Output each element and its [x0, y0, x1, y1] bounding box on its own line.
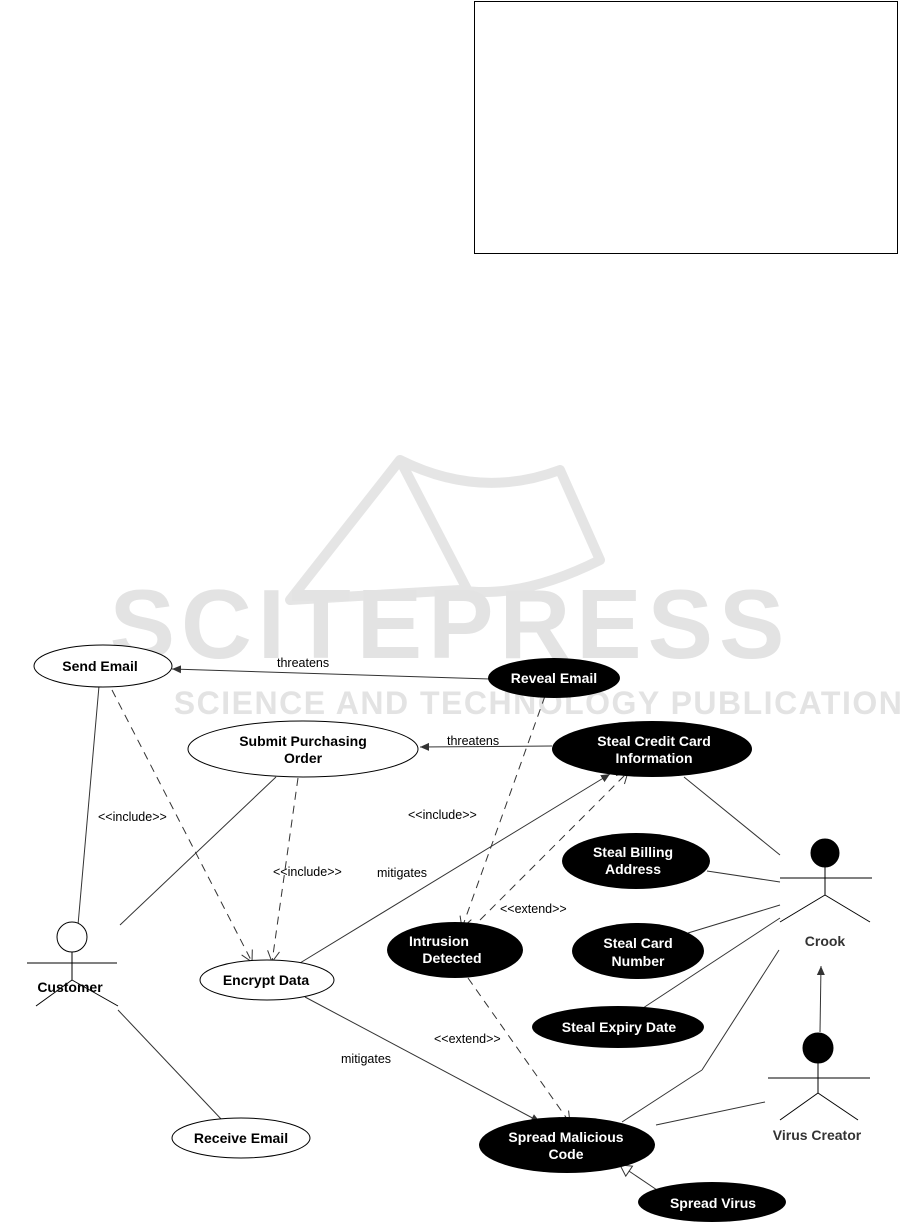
- extend-arrow-2: [467, 977, 571, 1124]
- assoc-crook-steal-expiry: [639, 917, 781, 1011]
- generalization-spread-virus: [619, 1164, 661, 1193]
- extend-arrow-1: [479, 771, 629, 921]
- threatens-arrow-1: [171, 665, 491, 680]
- associations: [77, 685, 781, 1126]
- generalization-virus-creator-crook: [816, 965, 825, 1033]
- watermark-book-icon: [285, 455, 605, 605]
- svg-text:Send Email: Send Email: [62, 658, 137, 674]
- assoc-crook-steal-cc: [683, 776, 781, 856]
- assoc-crook-steal-card-number: [687, 904, 781, 934]
- svg-text:Reveal Email: Reveal Email: [511, 670, 597, 686]
- actor-head-icon: [810, 838, 840, 868]
- assoc-customer-receive-email: [117, 1009, 223, 1121]
- misuse-case-spread-malicious-code: Spread Malicious Code: [479, 1117, 655, 1173]
- assoc-crook-steal-billing: [706, 870, 781, 883]
- use-case-encrypt-data: Encrypt Data: [199, 959, 335, 1001]
- actor-customer-label: Customer: [37, 979, 103, 995]
- svg-text:Submit Purchasing: Submit Purchasing: [239, 733, 367, 749]
- svg-text:Steal Card: Steal Card: [603, 935, 672, 951]
- svg-text:Steal Billing: Steal Billing: [593, 844, 673, 860]
- label-include-3: <<include>>: [273, 865, 342, 879]
- threatens-arrow-2: [419, 742, 553, 751]
- use-case-receive-email: Receive Email: [171, 1117, 311, 1159]
- empty-frame: [474, 1, 898, 254]
- mitigates-arrow-2: [304, 996, 541, 1123]
- svg-text:Spread Virus: Spread Virus: [670, 1195, 756, 1211]
- svg-text:Encrypt Data: Encrypt Data: [223, 972, 310, 988]
- actor-crook: Crook: [779, 838, 872, 949]
- svg-text:Information: Information: [616, 750, 693, 766]
- label-include-1: <<include>>: [98, 810, 167, 824]
- label-threatens-1: threatens: [277, 656, 329, 670]
- misuse-case-steal-card-number: Steal Card Number: [572, 923, 704, 979]
- relations: [111, 665, 825, 1193]
- misuse-case-steal-billing-address: Steal Billing Address: [562, 833, 710, 889]
- actor-head-icon: [802, 1032, 834, 1064]
- watermark: SCITEPRESS SCIENCE AND TECHNOLOGY PUBLIC…: [110, 455, 901, 721]
- assoc-crook-spread-malicious: [701, 949, 780, 1071]
- assoc-virus-creator-spread-malicious: [655, 1101, 766, 1126]
- label-extend-1: <<extend>>: [500, 902, 567, 916]
- svg-text:Receive Email: Receive Email: [194, 1130, 288, 1146]
- actor-customer: Customer: [27, 921, 119, 1007]
- svg-text:Order: Order: [284, 750, 323, 766]
- label-mitigates-1: mitigates: [377, 866, 427, 880]
- misuse-case-reveal-email: Reveal Email: [488, 658, 620, 698]
- actor-virus-creator-label: Virus Creator: [773, 1127, 862, 1143]
- misuse-case-steal-credit-card-information: Steal Credit Card Information: [552, 721, 752, 777]
- svg-text:Intrusion: Intrusion: [409, 933, 469, 949]
- misuse-cases: Reveal Email Steal Credit Card Informati…: [387, 658, 786, 1222]
- label-mitigates-2: mitigates: [341, 1052, 391, 1066]
- label-extend-2: <<extend>>: [434, 1032, 501, 1046]
- svg-text:Spread Malicious: Spread Malicious: [508, 1129, 623, 1145]
- use-case-submit-purchasing-order: Submit Purchasing Order: [187, 720, 419, 778]
- include-arrow-1: [111, 689, 253, 963]
- svg-text:Detected: Detected: [422, 950, 481, 966]
- svg-text:Steal Expiry Date: Steal Expiry Date: [562, 1019, 677, 1035]
- actor-virus-creator: Virus Creator: [768, 1032, 870, 1143]
- actor-crook-label: Crook: [805, 933, 846, 949]
- misuse-case-steal-expiry-date: Steal Expiry Date: [532, 1006, 704, 1048]
- svg-text:Number: Number: [612, 953, 665, 969]
- mitigates-arrow-1: [299, 773, 611, 964]
- assoc-customer-submit-order: [119, 776, 277, 926]
- include-arrow-2: [267, 777, 299, 964]
- assoc-customer-send-email: [77, 685, 100, 926]
- use-cases: Send Email Submit Purchasing Order Encry…: [33, 644, 419, 1159]
- label-threatens-2: threatens: [447, 734, 499, 748]
- svg-text:Address: Address: [605, 861, 661, 877]
- misuse-case-intrusion-detected: Intrusion Detected: [387, 922, 523, 978]
- actor-head-icon: [56, 921, 88, 953]
- watermark-title: SCITEPRESS: [110, 569, 791, 679]
- misuse-case-spread-virus: Spread Virus: [638, 1182, 786, 1222]
- svg-text:Code: Code: [549, 1146, 584, 1162]
- svg-text:Steal Credit Card: Steal Credit Card: [597, 733, 711, 749]
- assoc-crook-spread-malicious-2: [621, 1069, 703, 1123]
- label-include-2: <<include>>: [408, 808, 477, 822]
- use-case-send-email: Send Email: [33, 644, 173, 688]
